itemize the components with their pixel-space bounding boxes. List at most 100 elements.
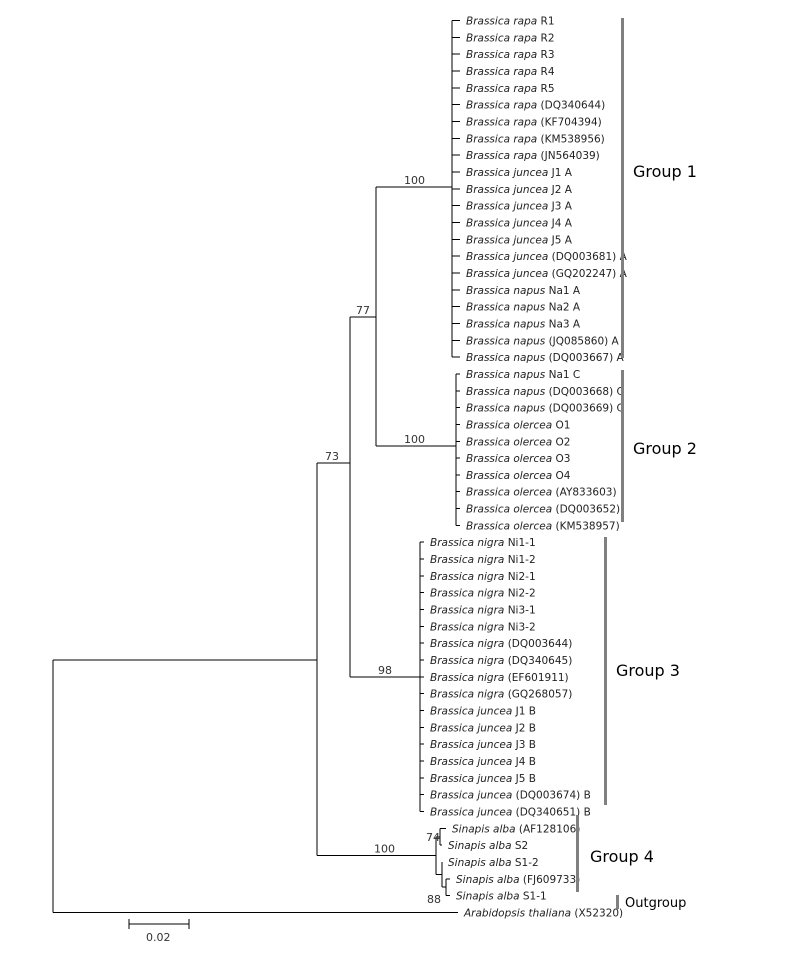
- scale-bar: 0.02: [128, 919, 190, 944]
- leaf-species: Brassica juncea: [430, 722, 512, 734]
- leaf-id: S2: [512, 840, 529, 852]
- leaf-species: Sinapis alba: [448, 857, 512, 869]
- leaf-species: Brassica rapa: [466, 116, 537, 128]
- leaf-label: Brassica nigra Ni1-2: [430, 554, 536, 566]
- leaf-label: Arabidopsis thaliana (X52320): [463, 907, 623, 919]
- leaf-id: (JQ085860) A: [545, 335, 619, 347]
- bootstrap-node-77: 77: [356, 304, 370, 317]
- leaf-label: Brassica juncea J3 B: [430, 739, 536, 751]
- bootstrap-sinapis-a: 74: [426, 831, 440, 844]
- leaf-label: Brassica napus (DQ003669) C: [466, 403, 624, 415]
- leaf-id: J1 A: [548, 167, 572, 179]
- leaf-id: R5: [537, 83, 554, 95]
- leaf-species: Brassica nigra: [430, 571, 504, 583]
- leaf-id: S1-2: [512, 857, 539, 869]
- leaf-id: (AY833603): [552, 487, 616, 499]
- leaf-id: R2: [537, 32, 554, 44]
- leaf-id: (DQ003669) C: [545, 403, 624, 415]
- leaf-label: Brassica olercea O3: [466, 453, 570, 465]
- leaf-label: Brassica rapa R2: [466, 32, 555, 44]
- leaf-id: J5 A: [548, 234, 572, 246]
- leaf-label: Brassica olercea O1: [466, 419, 570, 431]
- leaf-label: Brassica nigra (EF601911): [430, 672, 569, 684]
- leaf-species: Brassica nigra: [430, 689, 504, 701]
- outgroup-bar: [616, 895, 619, 909]
- leaf-id: Na1 A: [545, 285, 581, 297]
- leaf-label: Sinapis alba (FJ609733): [456, 874, 580, 886]
- leaf-id: (KM538957): [552, 520, 620, 532]
- leaf-id: (GQ268057): [504, 689, 572, 701]
- leaf-label: Brassica napus Na1 C: [466, 369, 580, 381]
- leaf-species: Brassica nigra: [430, 621, 504, 633]
- leaf-species: Brassica juncea: [466, 234, 548, 246]
- tree-branches: [52, 20, 460, 913]
- leaf-id: O1: [552, 419, 570, 431]
- leaf-species: Brassica olercea: [466, 487, 552, 499]
- group-4-bar: [576, 815, 579, 892]
- leaf-species: Brassica nigra: [430, 554, 504, 566]
- leaf-species: Brassica napus: [466, 335, 546, 347]
- leaf-id: S1-1: [520, 891, 547, 903]
- leaf-species: Brassica rapa: [466, 150, 537, 162]
- leaf-species: Brassica juncea: [466, 217, 548, 229]
- leaf-id: (GQ202247) A: [548, 268, 627, 280]
- leaf-label: Brassica olercea O4: [466, 470, 571, 482]
- leaf-id: Ni3-1: [504, 605, 535, 617]
- leaf-label: Brassica nigra Ni3-2: [430, 621, 536, 633]
- leaf-id: (X52320): [571, 907, 623, 919]
- leaf-species: Sinapis alba: [452, 823, 516, 835]
- leaf-species: Brassica napus: [466, 386, 546, 398]
- leaf-label: Brassica napus Na2 A: [466, 302, 581, 314]
- group-1-label: Group 1: [633, 162, 697, 181]
- bootstrap-group-2: 100: [404, 433, 425, 446]
- leaf-id: (KF704394): [537, 116, 602, 128]
- leaf-label: Brassica rapa (KM538956): [466, 133, 605, 145]
- leaf-species: Brassica napus: [466, 302, 546, 314]
- leaf-label: Brassica nigra (DQ340645): [430, 655, 572, 667]
- leaf-id: (DQ340645): [504, 655, 572, 667]
- leaf-species: Brassica nigra: [430, 537, 504, 549]
- leaf-label: Brassica juncea (DQ340651) B: [430, 807, 591, 819]
- leaf-id: R3: [537, 49, 554, 61]
- leaf-species: Brassica rapa: [466, 16, 537, 28]
- leaf-species: Brassica olercea: [466, 520, 552, 532]
- leaf-species: Brassica rapa: [466, 83, 537, 95]
- leaf-label: Brassica juncea (DQ003681) A: [466, 251, 628, 263]
- leaf-label: Brassica napus Na3 A: [466, 318, 581, 330]
- leaf-species: Brassica olercea: [466, 504, 552, 516]
- leaf-species: Sinapis alba: [456, 891, 520, 903]
- leaf-id: (DQ003668) C: [545, 386, 624, 398]
- leaf-species: Brassica napus: [466, 285, 546, 297]
- leaf-species: Brassica rapa: [466, 100, 537, 112]
- group-3-label: Group 3: [616, 661, 680, 680]
- leaf-species: Brassica juncea: [430, 790, 512, 802]
- leaf-species: Brassica nigra: [430, 588, 504, 600]
- leaf-label: Brassica juncea (DQ003674) B: [430, 790, 591, 802]
- group-2-label: Group 2: [633, 439, 697, 458]
- leaf-species: Brassica olercea: [466, 436, 552, 448]
- leaf-id: O2: [552, 436, 570, 448]
- leaf-id: (JN564039): [537, 150, 600, 162]
- leaf-label: Brassica rapa R1: [466, 16, 555, 28]
- leaf-species: Brassica rapa: [466, 133, 537, 145]
- leaf-id: (FJ609733): [520, 874, 581, 886]
- leaf-id: (EF601911): [504, 672, 568, 684]
- leaf-species: Brassica olercea: [466, 419, 552, 431]
- leaf-id: (AF128106): [516, 823, 581, 835]
- leaf-id: (DQ340651) B: [512, 807, 591, 819]
- leaf-species: Brassica juncea: [466, 251, 548, 263]
- leaf-label: Brassica juncea J5 A: [466, 234, 573, 246]
- leaf-species: Brassica olercea: [466, 453, 552, 465]
- leaf-id: R4: [537, 66, 555, 78]
- leaf-id: Ni2-2: [504, 588, 535, 600]
- leaf-species: Sinapis alba: [456, 874, 520, 886]
- leaf-label: Brassica nigra (DQ003644): [430, 638, 572, 650]
- leaf-species: Brassica juncea: [430, 739, 512, 751]
- leaf-species: Brassica juncea: [430, 706, 512, 718]
- bootstrap-group-1: 100: [404, 174, 425, 187]
- group-3-bar: [604, 537, 607, 805]
- leaf-id: (KM538956): [537, 133, 605, 145]
- leaf-species: Brassica olercea: [466, 470, 552, 482]
